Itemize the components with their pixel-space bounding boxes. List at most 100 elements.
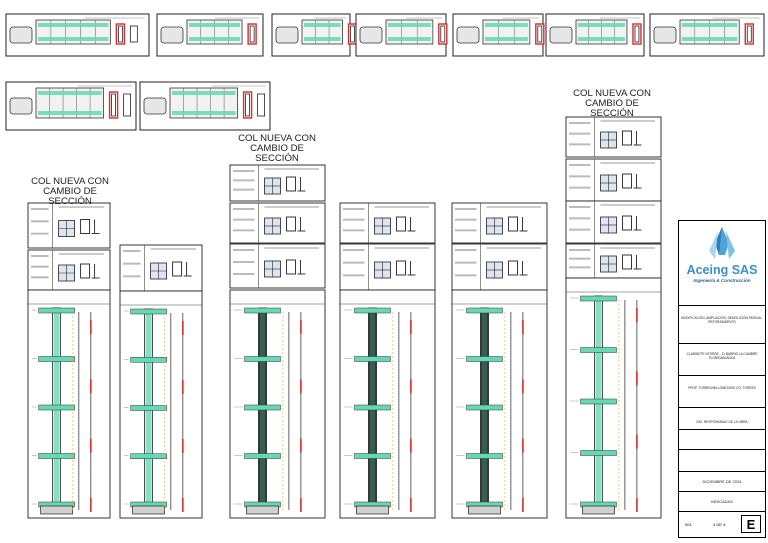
floor-slab [354,453,391,459]
note-text-line [123,275,141,278]
floor-slab [130,453,167,459]
column-sheet [119,244,203,519]
note-text-line [455,218,477,221]
stirrup-glyph [396,260,406,276]
note-text-line [569,228,591,231]
project-value: MODIFICACIÓN, AMPLIACIÓN, DEMOLICIÓN PAR… [681,316,763,324]
elevation-frame [451,289,548,519]
note-text-line [233,229,255,232]
heading-col-left: COL NUEVA CON CAMBIO DE SECCIÓN [31,176,109,208]
beam-label-badge [549,26,573,44]
floor-slab [130,357,167,363]
floor-slab [244,356,281,362]
column-sheet [339,202,436,519]
owner-value: PROP. TORRES/MILLONES/RIO CO. TORRES [688,386,756,390]
beam-label-badge [359,26,383,44]
beam-section [129,25,138,43]
sheet-row: 001 4 DE 4 E [679,511,765,537]
note-text-line [455,249,477,251]
section-box [229,243,326,289]
beam-section-core [746,25,752,43]
beam-panel [5,81,137,131]
steel-plate [388,37,431,41]
steel-plate [172,111,236,115]
beam-label-badge [9,97,33,115]
floor-slab [580,398,617,405]
beam-panel [355,13,448,57]
company-logo: Aceing SAS Ingeniería & Construcción [679,221,765,301]
drop-logo-icon [709,227,735,259]
note-text-line [569,143,591,146]
floor-slab [38,453,75,459]
floor-slab [130,405,167,411]
note-text-line [569,206,591,208]
revision-letter: E [741,515,761,533]
beam-label-badge [160,26,184,44]
footing [582,505,615,515]
floor-slab [580,347,617,353]
note-text-line [569,217,591,220]
floor-slab [38,356,75,362]
beam-panel [452,13,545,57]
steel-plate [304,37,341,41]
address-row: CLARINETE NTORRE - 11 BARRIO LA CUMBRE F… [679,343,765,375]
steel-plate [485,23,528,27]
beam-panel [139,81,271,131]
note-text-line [569,186,591,189]
note-text-line [233,179,255,182]
note-text-line [569,257,591,260]
steel-plate [38,91,102,95]
company-tagline: Ingeniería & Construcción [693,278,751,283]
stirrup-glyph [622,215,632,231]
beam-label-badge [456,26,480,44]
stirrup-glyph [396,216,406,232]
floor-slab [130,308,167,315]
project-row: MODIFICACIÓN, AMPLIACIÓN, DEMOLICIÓN PAR… [679,305,765,343]
stirrup-glyph [80,263,91,279]
note-text-line [31,255,49,257]
floor-slab [466,404,503,411]
elevation-frame [339,289,436,519]
steel-plate [38,23,109,27]
note-text-line [343,208,365,210]
floor-slab [466,307,503,314]
sheet-number: 001 [685,522,692,527]
steel-plate [189,37,241,41]
stirrup-glyph [622,173,632,189]
note-text-line [343,218,365,221]
beam-panel [271,13,358,57]
beam-section-core [249,25,255,43]
beam-section [123,93,131,117]
beam-section-core [117,25,123,43]
footing [132,505,165,515]
note-text-line [233,208,255,210]
blank-row-2 [679,449,765,471]
heading-col-mid: COL NUEVA CON CAMBIO DE SECCIÓN [238,133,316,165]
note-text-line [233,218,255,221]
floor-slab [354,404,391,411]
beam-panel [649,13,765,57]
note-text-line [569,249,591,251]
sheet-of: 4 DE 4 [713,522,726,527]
elevation-frame [229,289,326,519]
scale-value: INDICADAS [711,499,733,504]
note-text-line [455,261,477,264]
note-text-line [123,250,141,252]
note-text-line [233,261,255,263]
footing [356,505,389,515]
beam-panel [545,13,645,57]
designer-row: ING. RESPONSABLE DE LA OBRA [679,407,765,429]
steel-plate [682,23,738,27]
beam-section-core [111,93,116,117]
beam-section-core [350,25,355,43]
date-value: DICIEMBRE DE 2024 [702,479,742,484]
beam-section [257,93,266,117]
note-text-line [455,208,477,210]
beam-section-core [634,25,640,43]
floor-slab [244,307,281,314]
owner-row: PROP. TORRES/MILLONES/RIO CO. TORRES [679,375,765,407]
note-text-line [343,229,365,232]
floor-slab [354,356,391,362]
title-block: Aceing SAS Ingeniería & Construcción MOD… [678,220,766,538]
footing [40,505,73,515]
